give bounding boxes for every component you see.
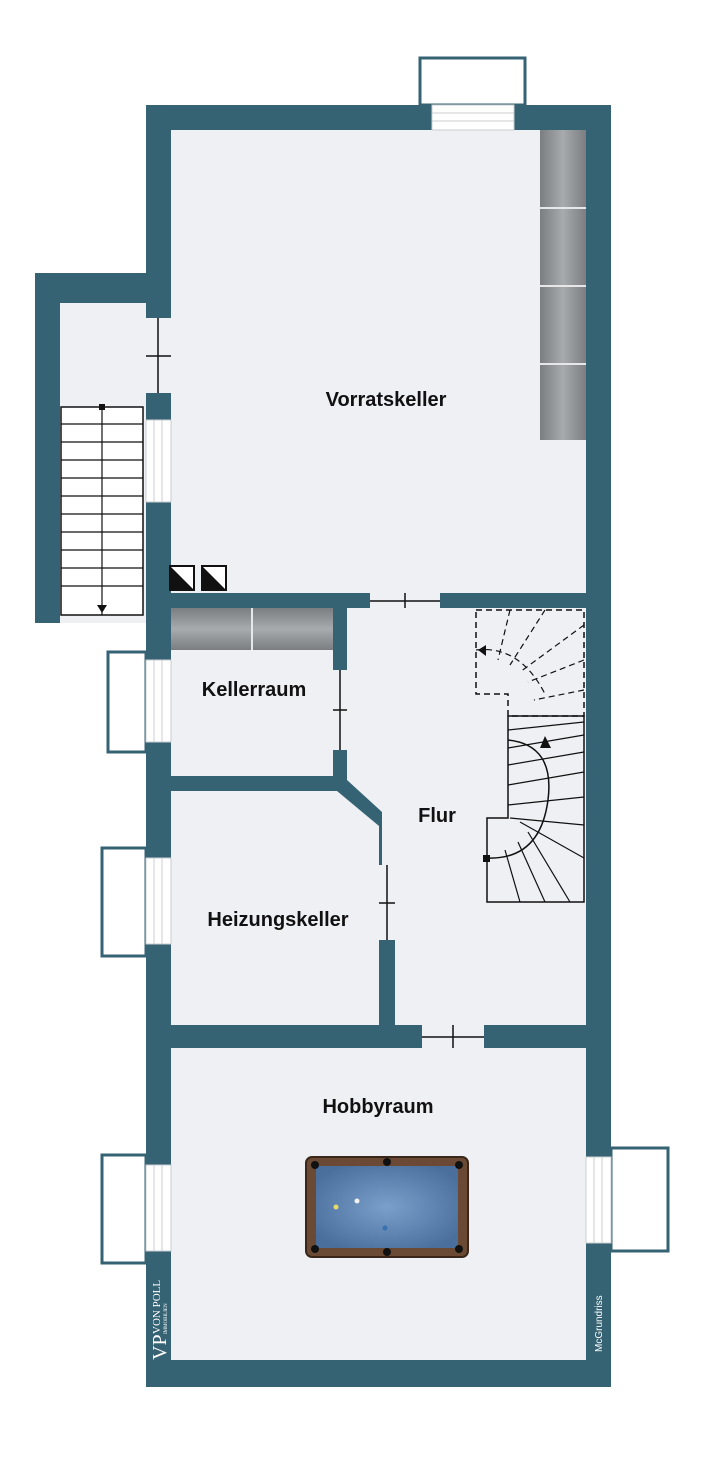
billiard-table-icon bbox=[305, 1156, 469, 1258]
staircase-icon bbox=[60, 404, 144, 616]
logo-name: VON POLL bbox=[151, 1280, 163, 1334]
shelf-icon bbox=[171, 130, 586, 650]
room-label-heizungskeller: Heizungskeller bbox=[207, 909, 348, 931]
logo: VP VON POLL IMMOBILIEN bbox=[149, 1280, 171, 1360]
logo-mark: VP bbox=[149, 1334, 171, 1360]
room-label-flur: Flur bbox=[418, 805, 456, 827]
floor-heizungskeller bbox=[171, 791, 379, 1025]
room-label-kellerraum: Kellerraum bbox=[202, 679, 307, 701]
room-label-vorratskeller: Vorratskeller bbox=[326, 389, 447, 411]
logo-sub: IMMOBILIEN bbox=[164, 1303, 169, 1334]
spiral-staircase-icon bbox=[475, 609, 585, 903]
credit-text: McGrundriss bbox=[594, 1295, 605, 1352]
room-label-hobbyraum: Hobbyraum bbox=[322, 1096, 433, 1118]
floor-flur bbox=[347, 608, 586, 1025]
utility-box-icon bbox=[169, 565, 227, 591]
floor-vorratskeller bbox=[171, 130, 586, 593]
window-icon bbox=[100, 56, 670, 1265]
openings bbox=[146, 303, 484, 1048]
